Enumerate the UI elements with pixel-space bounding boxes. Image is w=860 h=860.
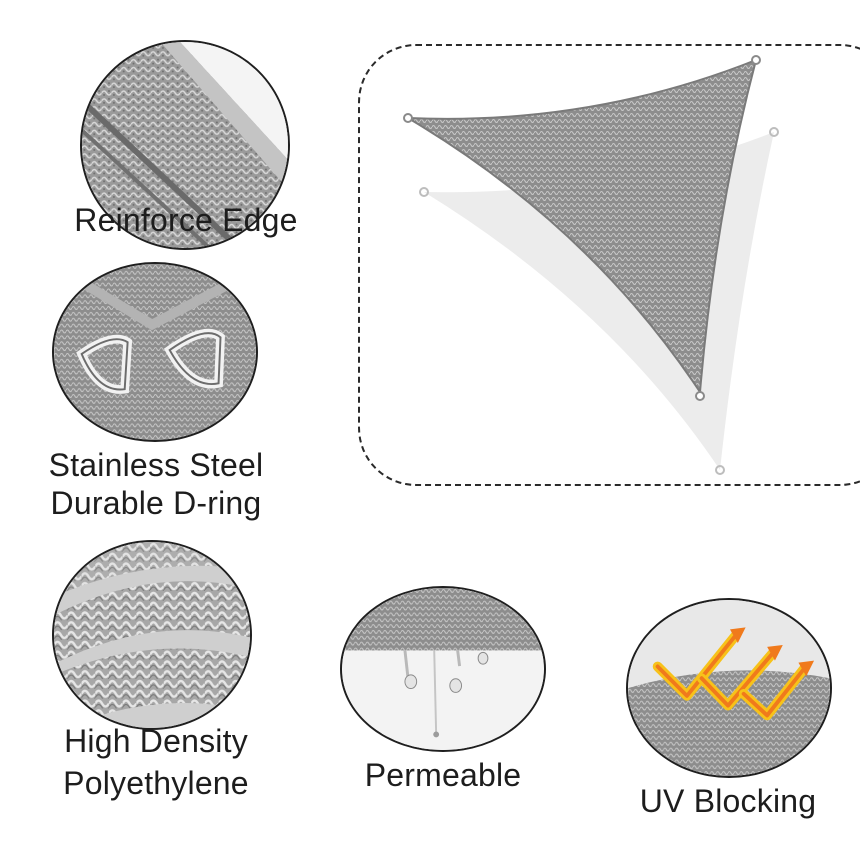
d-ring-icon [54,264,256,440]
d-ring-image [52,262,258,442]
reinforce-edge-image [80,40,290,250]
polyethylene-image [52,540,252,730]
uv-label: UV Blocking [639,783,817,819]
permeable-image [340,586,546,752]
mesh-texture-icon [82,42,288,248]
shade-sail-triangle-icon [403,55,779,475]
polyethylene-label: High Density Polyethylene [63,723,249,801]
uv-arrow-icon [628,600,830,776]
d-ring-label: Stainless Steel Durable D-ring [48,447,264,521]
reinforce-edge-label: Reinforce Edge [74,202,298,238]
water-drop-icon [342,588,544,750]
knit-texture-icon [54,542,250,728]
shade-sail-hero [358,44,860,486]
permeable-label: Permeable [364,757,522,793]
uv-image [626,598,832,778]
